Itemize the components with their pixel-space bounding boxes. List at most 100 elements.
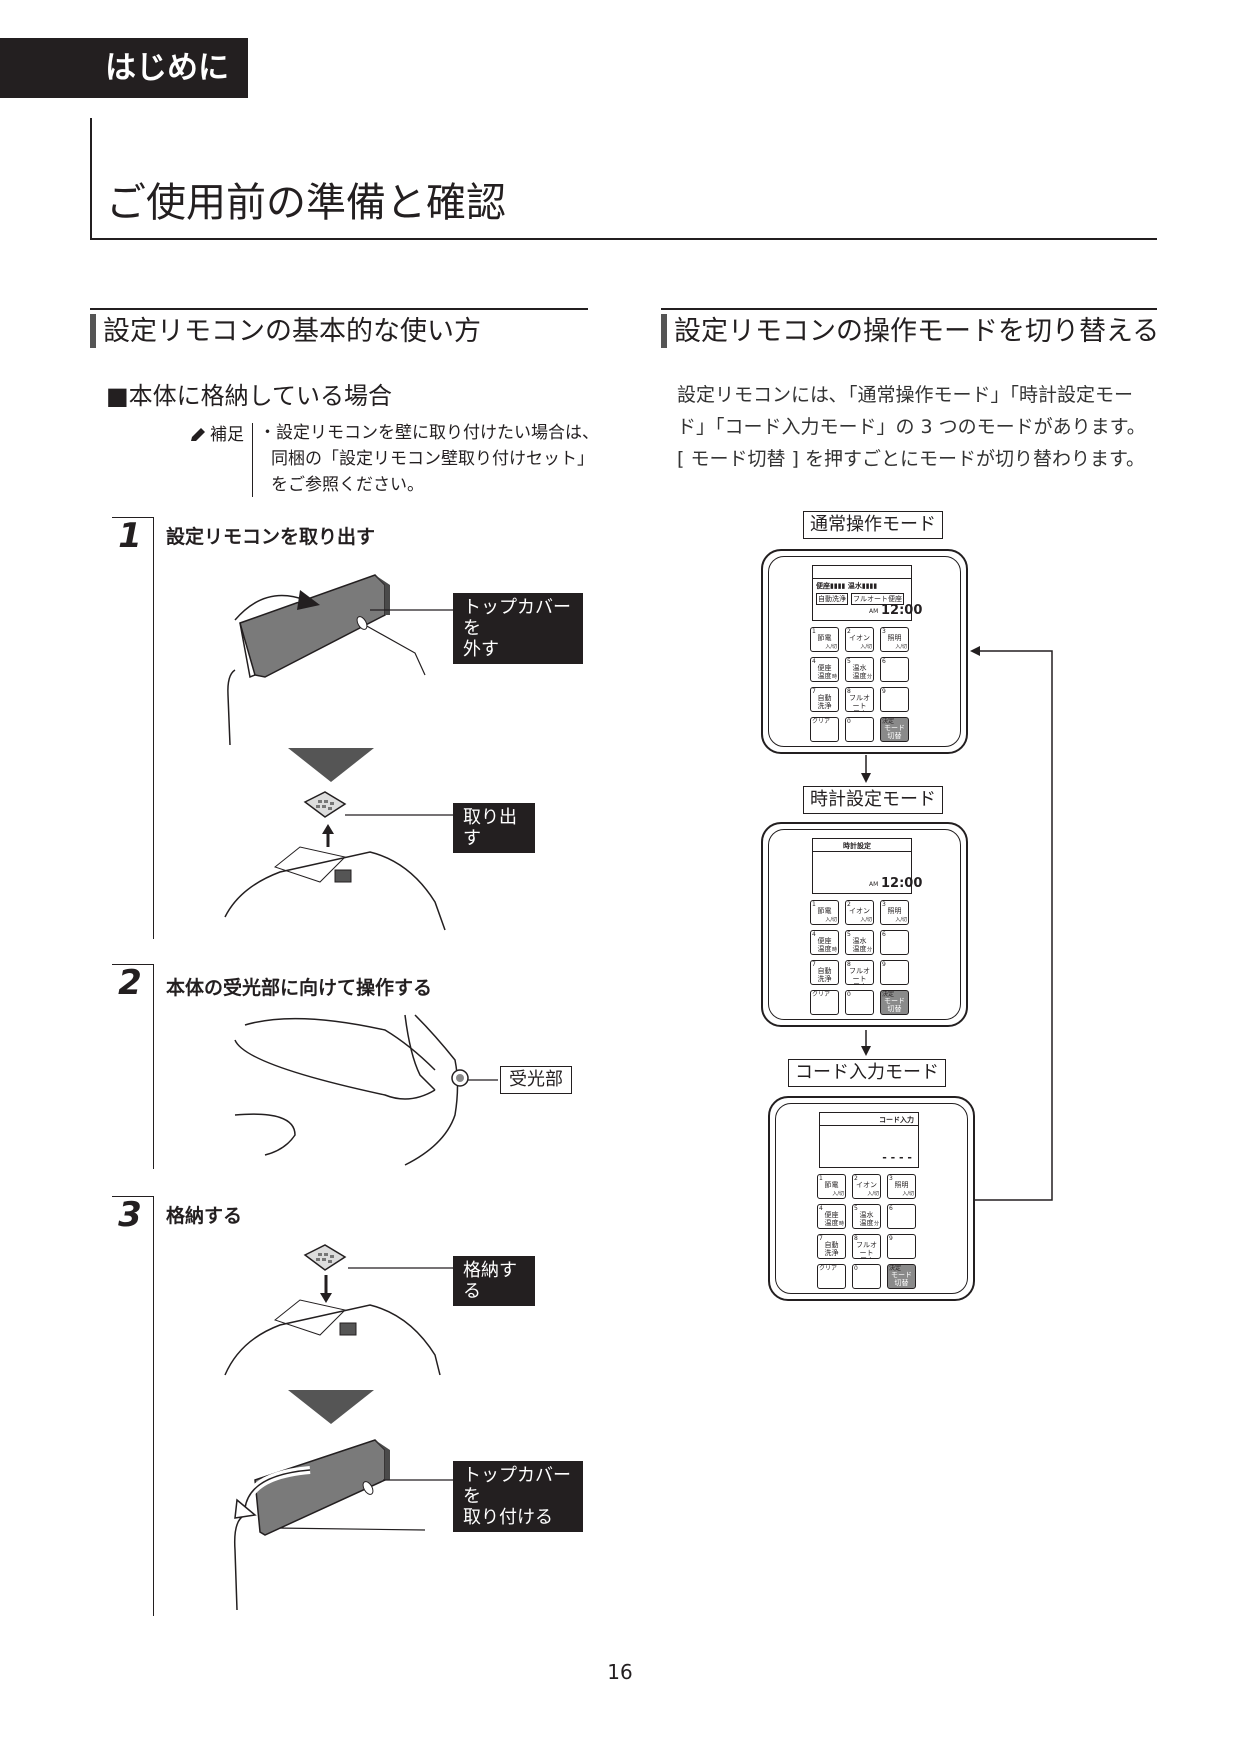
note-line: 同梱の「設定リモコン壁取り付けセット」 [271,449,594,469]
key-label: 自動 洗浄 [824,1241,839,1257]
key-label: 便座 温度 [817,664,832,680]
remote-key[interactable]: 6 [880,657,909,682]
key-label: 節電 [817,634,832,642]
note-text: ・設定リモコンを壁に取り付けたい場合は、 同梱の「設定リモコン壁取り付けセット」… [259,420,599,498]
remote-key[interactable]: 6 [880,930,909,955]
key-label: 自動 洗浄 [817,967,832,983]
toilet-sensor-illustration [234,1014,469,1166]
step-3-line [153,1196,154,1616]
key-number: 0 [847,718,851,725]
mode-description: 設定リモコンには､「通常操作モード」「時計設定モー ド」「コード入力モード」の … [677,379,1146,475]
title-rule-vertical [90,118,92,240]
key-number: 0 [847,991,851,998]
step-1-line [153,517,154,939]
step-2-number: 2 [118,963,142,1003]
key-label: 便座 温度 [824,1211,839,1227]
key-sublabel: 入/切 [860,917,872,923]
callout-leader [370,609,460,611]
key-sublabel: 入/切 [895,644,907,650]
key-number: クリア [812,991,831,998]
remote-key[interactable]: 0 [845,990,874,1015]
callout-attach-cover: トップカバーを 取り付ける [453,1461,583,1532]
key-sublabel: 時 [831,947,837,953]
remote-key[interactable]: クリア [810,990,839,1015]
step-1-number: 1 [118,516,142,556]
key-number: 9 [889,1235,893,1242]
key-label: 照明 [887,634,902,642]
key-number: 3 [882,901,886,908]
remote-key[interactable]: 9 [887,1234,916,1259]
key-label: 照明 [894,1181,909,1189]
key-sublabel: 入/切 [902,1191,914,1197]
key-number: 1 [812,901,816,908]
store-remote-illustration [224,1244,441,1376]
remove-cover-illustration [227,574,426,746]
callout-leader [348,1267,455,1269]
remote-key[interactable]: 9 [880,687,909,712]
remote-key[interactable]: 0 [845,717,874,742]
key-label: モード 切替 [884,997,905,1013]
key-number: 7 [812,688,816,695]
key-label: イオン [849,634,870,642]
remote-key[interactable]: クリア [817,1264,846,1289]
left-heading-bar [90,314,96,348]
key-label: イオン [849,907,870,915]
step-2-title: 本体の受光部に向けて操作する [166,977,433,999]
lcd-code: コード入力 - - - - [819,1112,919,1168]
remote-key[interactable]: 決定モード 切替 [887,1264,916,1289]
section-tab: はじめに [0,38,248,98]
remote-key[interactable]: 決定モード 切替 [880,990,909,1015]
step-3-rule [112,1196,154,1197]
callout-remove-cover: トップカバーを 外す [453,593,583,664]
callout-receiver: 受光部 [500,1066,572,1094]
step-1-rule [112,517,154,518]
remote-key[interactable]: 6 [887,1204,916,1229]
mode-label-code: コード入力モード [788,1059,946,1087]
key-number: 5 [847,658,851,665]
lcd-am: AM [869,881,879,888]
remote-key[interactable]: クリア [810,717,839,742]
step-1-title: 設定リモコンを取り出す [166,526,376,548]
key-number: 1 [819,1175,823,1182]
key-label: 温水 温度 [852,664,867,680]
key-number: 4 [819,1205,823,1212]
callout-leader [345,814,455,816]
lcd-am: AM [869,608,879,615]
key-label: フルオート 便座 [849,694,870,711]
remote-key[interactable]: 決定モード 切替 [880,717,909,742]
remote-key[interactable]: 0 [852,1264,881,1289]
down-arrow-icon [288,748,374,782]
key-label: モード 切替 [884,724,905,740]
key-sublabel: 入/切 [867,1191,879,1197]
right-heading-bar [661,314,667,348]
page-title: ご使用前の準備と確認 [106,180,506,226]
remote-key[interactable]: 9 [880,960,909,985]
key-sublabel: 時 [838,1221,844,1227]
key-number: クリア [819,1265,838,1272]
lcd-levels: 便座▮▮▮▮ 温水▮▮▮▮ [816,582,878,590]
lcd-time: 12:00 [881,876,923,891]
